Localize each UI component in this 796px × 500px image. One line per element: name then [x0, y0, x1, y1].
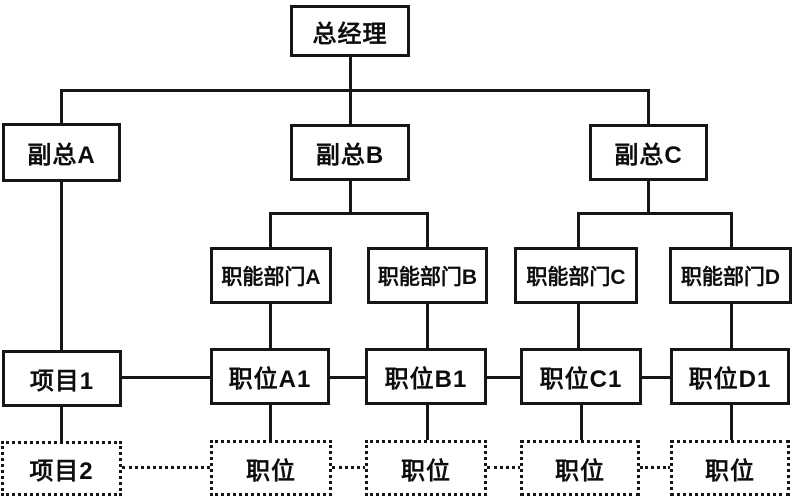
node-position-row2-c: 职位: [520, 440, 640, 496]
node-label: 职位: [705, 457, 755, 485]
connector-drop-dept-c: [577, 212, 580, 248]
node-vice-president-c: 副总C: [589, 124, 708, 181]
node-label: 职位: [555, 457, 605, 485]
node-label: 职位A1: [228, 366, 312, 393]
node-position-a1: 职位A1: [210, 348, 330, 405]
node-position-row2-b: 职位: [365, 440, 487, 496]
connector-drop-vp-c: [647, 89, 650, 125]
connector-dotted-pos-pos-1: [332, 466, 366, 469]
connector-dept-d-to-pos-d1: [730, 302, 733, 350]
node-label: 职能部门A: [221, 265, 321, 289]
node-label: 职能部门B: [377, 265, 478, 289]
connector-gm-trunk: [349, 55, 352, 91]
node-position-c1: 职位C1: [520, 348, 642, 405]
node-label: 副总A: [27, 142, 96, 169]
node-label: 职位: [401, 457, 451, 485]
connector-drop-vp-a: [60, 89, 63, 125]
node-label: 副总B: [315, 142, 385, 169]
connector-proj1-pos-a1: [122, 376, 210, 379]
connector-pos-b1-pos-c1: [487, 376, 521, 379]
node-position-row2-d: 职位: [670, 440, 790, 496]
node-label: 职位: [246, 457, 296, 485]
connector-vp-b-down: [349, 179, 352, 213]
connector-dotted-pos-pos-3: [640, 466, 671, 469]
node-label: 职位D1: [688, 366, 772, 393]
node-functional-dept-a: 职能部门A: [210, 247, 332, 304]
node-label: 总经理: [312, 20, 388, 48]
node-position-row2-a: 职位: [210, 440, 332, 496]
node-label: 项目2: [29, 458, 94, 485]
connector-drop-vp-b: [349, 89, 352, 125]
node-project-2: 项目2: [1, 441, 122, 496]
node-vice-president-a: 副总A: [2, 123, 121, 182]
connector-vp-a-to-proj1: [60, 180, 63, 352]
node-vice-president-b: 副总B: [290, 124, 410, 181]
connector-drop-dept-a: [269, 212, 272, 248]
connector-pos-c1-pos-d1: [642, 376, 671, 379]
connector-dotted-proj2-pos: [122, 466, 210, 469]
node-functional-dept-b: 职能部门B: [367, 247, 488, 304]
node-label: 项目1: [29, 368, 95, 395]
connector-trunk-horizontal: [60, 89, 650, 92]
connector-drop-dept-d: [730, 212, 733, 248]
connector-vp-c-down: [647, 179, 650, 213]
node-position-b1: 职位B1: [365, 348, 487, 405]
connector-branch-c: [577, 212, 733, 215]
node-general-manager: 总经理: [290, 5, 410, 57]
node-functional-dept-c: 职能部门C: [514, 247, 638, 304]
connector-dept-b-to-pos-b1: [426, 302, 429, 350]
node-project-1: 项目1: [2, 350, 122, 407]
connector-dept-a-to-pos-a1: [269, 302, 272, 350]
node-label: 职能部门C: [526, 265, 626, 289]
node-label: 职位C1: [539, 366, 623, 393]
node-position-d1: 职位D1: [670, 348, 790, 405]
connector-pos-c1-down: [580, 403, 583, 441]
connector-pos-d1-down: [730, 403, 733, 441]
connector-dept-c-to-pos-c1: [577, 302, 580, 350]
connector-pos-a1-down: [269, 403, 272, 441]
connector-proj1-proj2: [60, 405, 63, 442]
connector-pos-a1-pos-b1: [330, 376, 366, 379]
connector-dotted-pos-pos-2: [487, 466, 521, 469]
connector-branch-b: [269, 212, 429, 215]
node-label: 职能部门D: [680, 265, 781, 289]
node-label: 副总C: [614, 142, 683, 169]
connector-pos-b1-down: [426, 403, 429, 441]
node-functional-dept-d: 职能部门D: [669, 247, 792, 304]
node-label: 职位B1: [384, 366, 468, 393]
connector-drop-dept-b: [426, 212, 429, 248]
